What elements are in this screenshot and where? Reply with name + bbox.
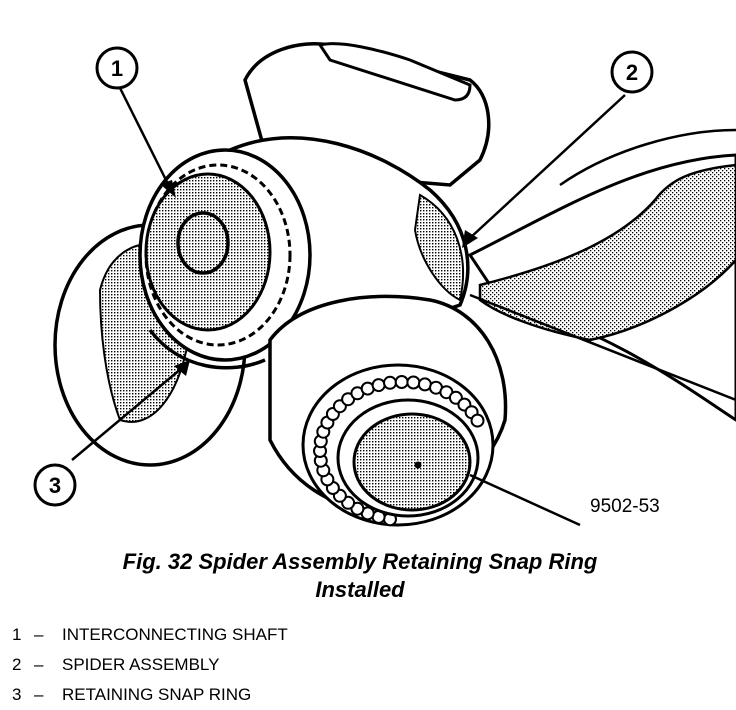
callout-1: 1	[95, 46, 139, 90]
legend-list: 1–INTERCONNECTING SHAFT 2–SPIDER ASSEMBL…	[12, 620, 288, 710]
needle-bearings	[313, 375, 485, 527]
leader-4	[469, 473, 581, 527]
bearing-ball	[394, 375, 409, 389]
legend-number: 1	[12, 625, 22, 644]
svg-text:1: 1	[111, 56, 123, 81]
leader-1	[118, 87, 172, 189]
legend-item: 1–INTERCONNECTING SHAFT	[12, 620, 288, 650]
callout-2: 2	[610, 50, 654, 94]
figure-code: 9502-53	[590, 496, 660, 517]
figure-caption: Fig. 32 Spider Assembly Retaining Snap R…	[0, 548, 720, 604]
legend-label: SPIDER ASSEMBLY	[62, 655, 220, 674]
housing-shell	[467, 128, 736, 422]
legend-item: 2–SPIDER ASSEMBLY	[12, 650, 288, 680]
bearing-ball	[470, 413, 485, 428]
retaining-snap-ring	[148, 328, 266, 370]
legend-dash: –	[34, 685, 44, 704]
interconnecting-shaft	[138, 148, 312, 362]
leader-2	[469, 94, 626, 239]
legend-number: 3	[12, 685, 22, 704]
spider-assembly-illustration: 1 2 3 9502-53	[33, 42, 736, 527]
bearing-ball	[383, 375, 397, 390]
svg-text:2: 2	[626, 60, 638, 85]
legend-item: 3–RETAINING SNAP RING	[12, 680, 288, 710]
bearing-ball	[406, 375, 421, 390]
svg-text:3: 3	[49, 473, 61, 498]
callout-3: 3	[33, 463, 77, 507]
caption-line-2: Installed	[315, 577, 405, 602]
legend-number: 2	[12, 655, 22, 674]
caption-line-1: Fig. 32 Spider Assembly Retaining Snap R…	[122, 549, 598, 574]
front-trunnion	[268, 294, 508, 527]
legend-dash: –	[34, 655, 44, 674]
bearing-ball	[371, 378, 386, 393]
legend-dash: –	[34, 625, 44, 644]
legend-label: RETAINING SNAP RING	[62, 685, 252, 704]
legend-label: INTERCONNECTING SHAFT	[62, 625, 288, 644]
leader-3	[71, 367, 183, 461]
